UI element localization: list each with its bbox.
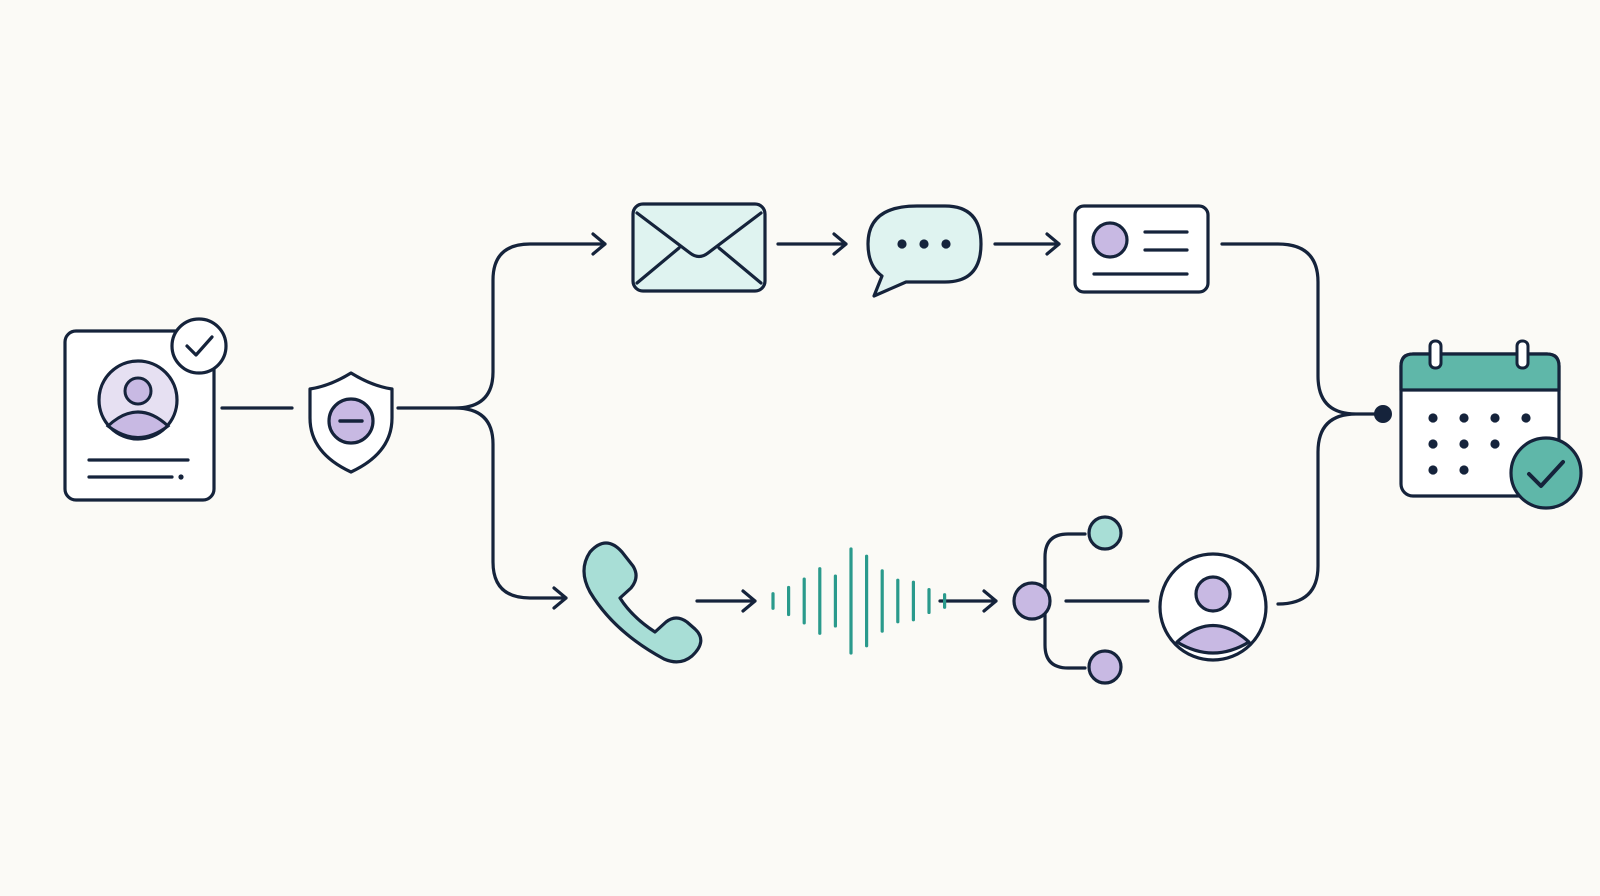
arrow-phone-wave <box>695 589 757 613</box>
branch-nodes-icon <box>1012 515 1123 685</box>
chat-bubble-icon <box>866 204 983 298</box>
profile-card-icon <box>63 329 216 502</box>
arrow-email-chat <box>776 232 848 256</box>
connectors <box>220 232 1385 613</box>
phone-icon <box>582 541 703 664</box>
check-badge-icon <box>1509 436 1583 510</box>
arrow-chat-card <box>993 232 1061 256</box>
sound-wave-icon <box>771 547 947 655</box>
merge-dot <box>1374 405 1392 423</box>
id-card-icon <box>1073 204 1210 294</box>
connector-merge <box>1220 242 1385 606</box>
check-badge-icon <box>170 317 228 375</box>
arrow-wave-routing <box>938 589 998 613</box>
user-avatar-icon <box>1158 552 1268 662</box>
envelope-icon <box>631 202 767 293</box>
connector-shield-split <box>396 232 607 610</box>
shield-minus-icon <box>308 371 394 474</box>
